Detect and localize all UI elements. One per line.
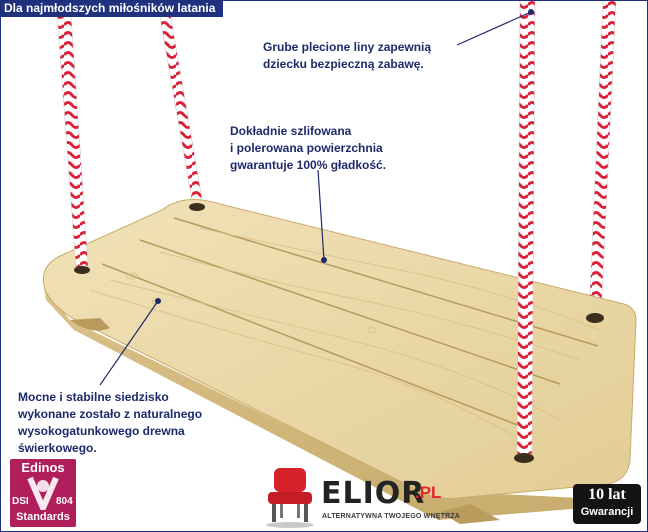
chair-logo-icon — [266, 468, 314, 528]
board-top — [42, 199, 637, 499]
edinos-brand: Edinos — [21, 460, 65, 475]
rope-front-right — [516, 0, 536, 455]
rope-front-left — [55, 0, 89, 269]
certificate-emblem-icon: DSI 804 — [12, 476, 73, 510]
edinos-certificate-badge: Edinos DSI 804 Standards — [10, 459, 76, 527]
elior-logo-name: ELIOR — [321, 476, 426, 511]
elior-logo-suffix: .PL — [415, 483, 442, 502]
cert-code-right: 804 — [56, 496, 73, 507]
headline-banner: Dla najmłodszych miłośników latania — [0, 0, 224, 17]
warranty-label: Gwarancji — [580, 506, 634, 518]
cert-code-left: DSI — [12, 496, 29, 507]
annotation-ropes: Grube plecione liny zapewnią dziecku bez… — [263, 40, 432, 71]
warranty-badge: 10 lat Gwarancji — [573, 484, 641, 524]
annotation-seat: Mocne i stabilne siedzisko wykonane zost… — [18, 390, 203, 455]
edinos-label: Standards — [16, 511, 70, 523]
warranty-years: 10 lat — [588, 486, 626, 503]
annotation-polish: Dokładnie szlifowana i polerowana powier… — [230, 124, 387, 172]
elior-logo-tagline: ALTERNATYWNA TWOJEGO WNĘTRZA — [322, 513, 461, 520]
